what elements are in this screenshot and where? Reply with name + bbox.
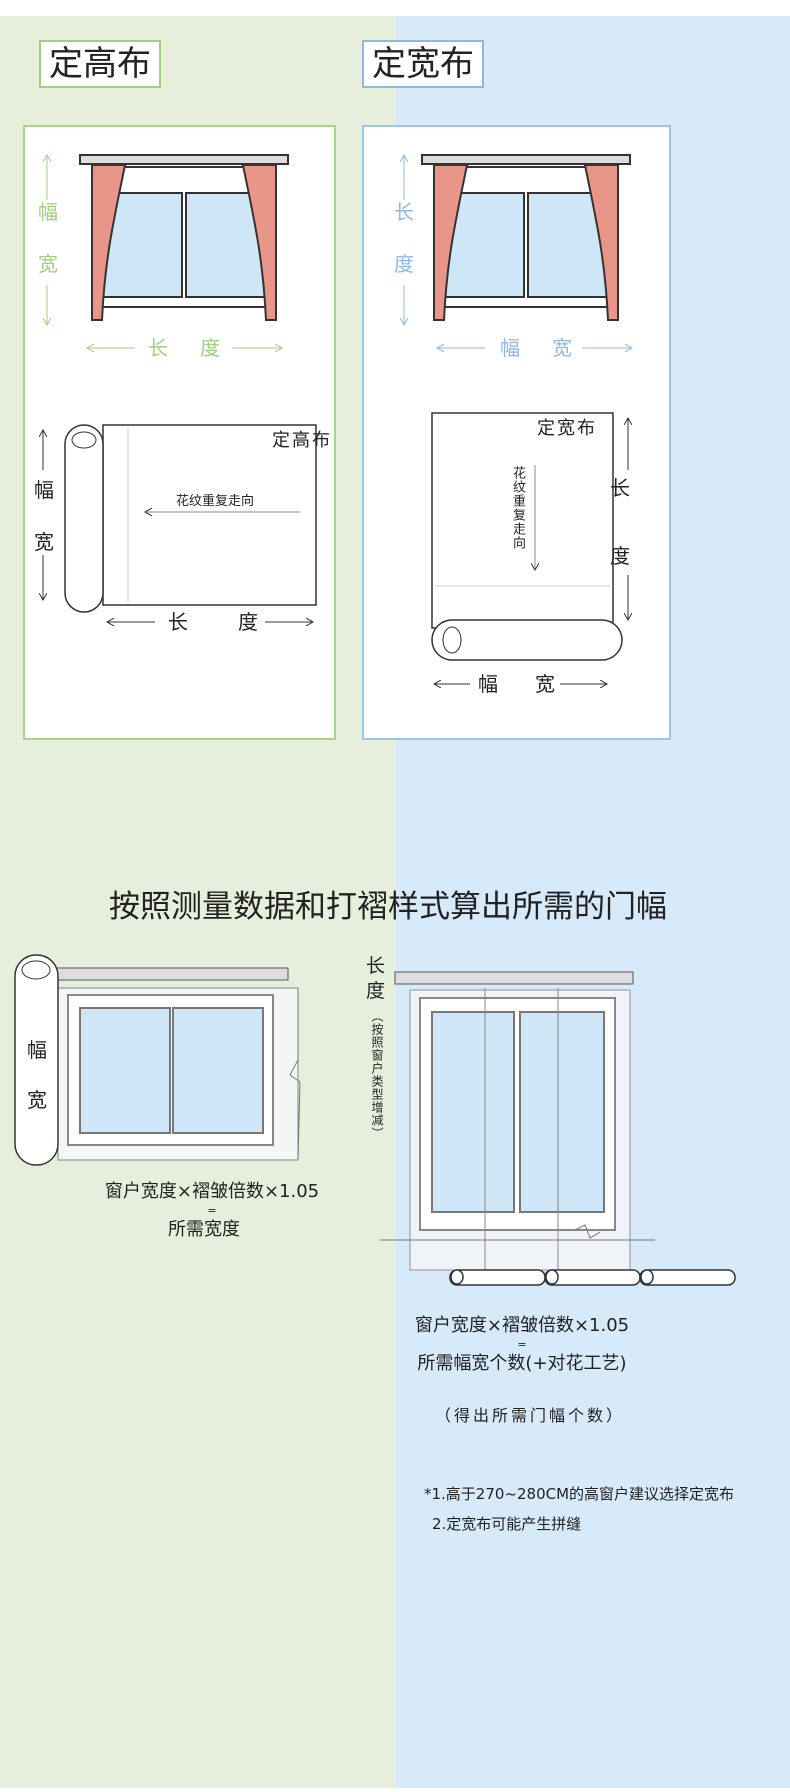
right-pattern-direction: 花纹重复走向 — [510, 466, 525, 550]
right-horizontal-label-1: 幅 — [500, 336, 520, 360]
note-1: *1.高于270~280CM的高窗户建议选择定宽布 — [424, 1485, 735, 1503]
roll-label-2: 宽 — [27, 1088, 47, 1112]
left-window-illustration — [79, 154, 289, 321]
left-horizontal-label-1: 长 — [148, 336, 168, 360]
roll-label-1: 幅 — [27, 1038, 47, 1062]
left-roll-vertical-1: 幅 — [34, 478, 54, 502]
right-equals: = — [517, 1338, 527, 1351]
left-vertical-label-2: 宽 — [38, 252, 58, 276]
left-result: 所需宽度 — [168, 1219, 240, 1240]
left-horizontal-label-2: 度 — [200, 336, 220, 360]
right-vertical-label-1: 长 — [394, 200, 414, 224]
left-equals: = — [207, 1204, 217, 1217]
note-2: 2.定宽布可能产生拼缝 — [432, 1515, 582, 1533]
left-roll-horizontal-2: 度 — [238, 610, 258, 634]
right-roll-horizontal-1: 幅 — [478, 672, 498, 696]
left-roll-vertical-2: 宽 — [34, 530, 54, 554]
length-label: 长度 — [366, 955, 386, 1002]
right-window-illustration — [421, 154, 631, 321]
right-roll-vertical-2: 度 — [610, 544, 630, 568]
length-note: （按照窗户类型增减） — [370, 1010, 384, 1140]
left-roll-horizontal-1: 长 — [168, 610, 188, 634]
right-roll-horizontal-2: 宽 — [535, 672, 555, 696]
left-vertical-label-1: 幅 — [38, 200, 58, 224]
right-roll-vertical-1: 长 — [610, 476, 630, 500]
left-roll-label: 定高布 — [272, 430, 332, 451]
right-vertical-label-2: 度 — [394, 252, 414, 276]
title-fixed-width: 定宽布 — [362, 40, 484, 88]
right-result: 所需幅宽个数(+对花工艺) — [417, 1353, 627, 1374]
section-heading: 按照测量数据和打褶样式算出所需的门幅 — [109, 889, 667, 925]
left-pattern-direction: 花纹重复走向 — [176, 494, 255, 509]
left-formula: 窗户宽度×褶皱倍数×1.05 — [104, 1181, 320, 1202]
right-formula: 窗户宽度×褶皱倍数×1.05 — [414, 1315, 630, 1336]
right-subresult: （得出所需门幅个数） — [434, 1406, 626, 1425]
title-fixed-height: 定高布 — [39, 40, 161, 88]
right-horizontal-label-2: 宽 — [552, 336, 572, 360]
right-roll-label: 定宽布 — [537, 418, 597, 439]
